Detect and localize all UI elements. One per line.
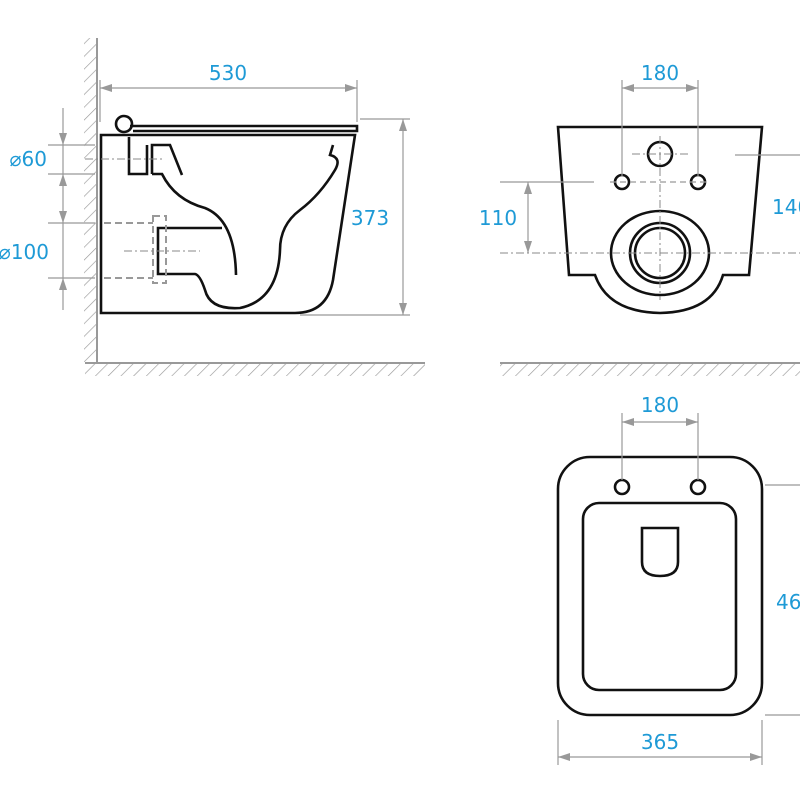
dimension-465: 465 <box>776 590 800 614</box>
dimension-373: 373 <box>351 206 389 230</box>
outlet-pipe-dashed <box>104 215 167 284</box>
arrowheads <box>59 133 67 290</box>
top-outline <box>556 455 764 717</box>
hinge <box>114 114 134 134</box>
floor-hatch <box>500 364 800 376</box>
bowl-opening <box>581 501 738 692</box>
dimension-diameter-60: ⌀60 <box>10 147 48 171</box>
rear-view: 180 110 140 <box>479 61 800 376</box>
top-view: 180 365 465 <box>556 393 800 765</box>
seat-outline <box>130 124 359 133</box>
dimension-180-rear: 180 <box>641 61 679 85</box>
rear-outline <box>556 125 764 315</box>
floor-hatch <box>85 364 425 376</box>
bolt-hole-right <box>689 478 707 496</box>
bolt-hole-left <box>613 478 631 496</box>
dimension-530: 530 <box>209 61 247 85</box>
dimension-110: 110 <box>479 206 517 230</box>
bowl-trap <box>152 144 339 310</box>
toilet-body-outline <box>99 133 357 315</box>
drain-shape <box>640 526 680 578</box>
inlet-pipe <box>127 137 184 176</box>
dimension-365: 365 <box>641 730 679 754</box>
side-view: 530 373 ⌀60 ⌀100 <box>0 38 425 376</box>
dimension-180-top: 180 <box>641 393 679 417</box>
wall-hatch <box>84 38 96 362</box>
dimension-140: 140 <box>772 195 800 219</box>
dimension-diameter-100: ⌀100 <box>0 240 49 264</box>
